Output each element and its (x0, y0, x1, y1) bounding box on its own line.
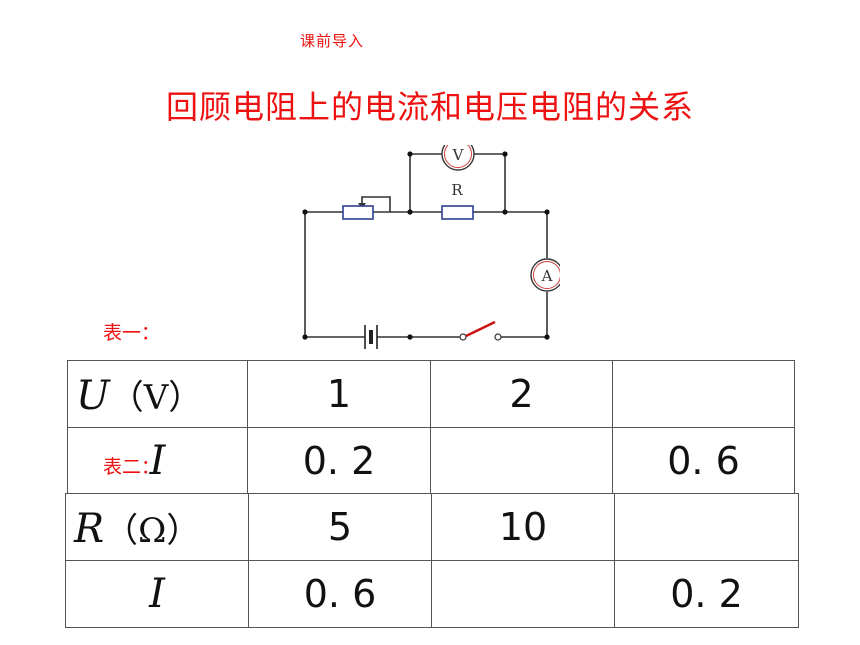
table-cell (430, 427, 613, 495)
voltmeter (441, 145, 475, 171)
resistor-label: R (451, 181, 463, 199)
table2-label: 表二： (103, 456, 161, 478)
row-header-resistance: R（Ω） (65, 493, 249, 561)
table-row: U（V） 1 2 (67, 360, 795, 428)
battery (364, 325, 378, 349)
table-cell: 0. 2 (247, 427, 431, 495)
resistor (441, 205, 474, 220)
circuit-diagram: R V A (302, 145, 560, 349)
table-cell: 1 (247, 360, 431, 428)
ammeter-label: A (541, 267, 553, 285)
table-cell (614, 493, 799, 561)
slide-title: 回顾电阻上的电流和电压电阻的关系 (165, 88, 694, 126)
table-cell: 5 (248, 493, 432, 561)
table1-label: 表一： (103, 322, 161, 344)
table-cell: 0. 2 (614, 560, 799, 628)
row-header-voltage: U（V） (67, 360, 248, 428)
table-cell: 0. 6 (612, 427, 795, 495)
row-header-current: I (65, 560, 249, 628)
ammeter (530, 258, 560, 292)
table-cell (612, 360, 795, 428)
voltmeter-label: V (452, 146, 465, 164)
slide-heading: 课前导入 (300, 32, 365, 50)
table-row: I 0. 2 0. 6 (67, 427, 795, 495)
table-row: I 0. 6 0. 2 (65, 560, 799, 628)
table-cell: 2 (430, 360, 613, 428)
rheostat (342, 205, 374, 220)
table1-voltage-current: U（V） 1 2 I 0. 2 0. 6 (67, 360, 795, 495)
table2-resistance-current: R（Ω） 5 10 I 0. 6 0. 2 (65, 493, 799, 628)
table-cell: 10 (431, 493, 615, 561)
table-cell: 0. 6 (248, 560, 432, 628)
table-row: R（Ω） 5 10 (65, 493, 799, 561)
table-cell (431, 560, 615, 628)
switch (459, 320, 502, 341)
